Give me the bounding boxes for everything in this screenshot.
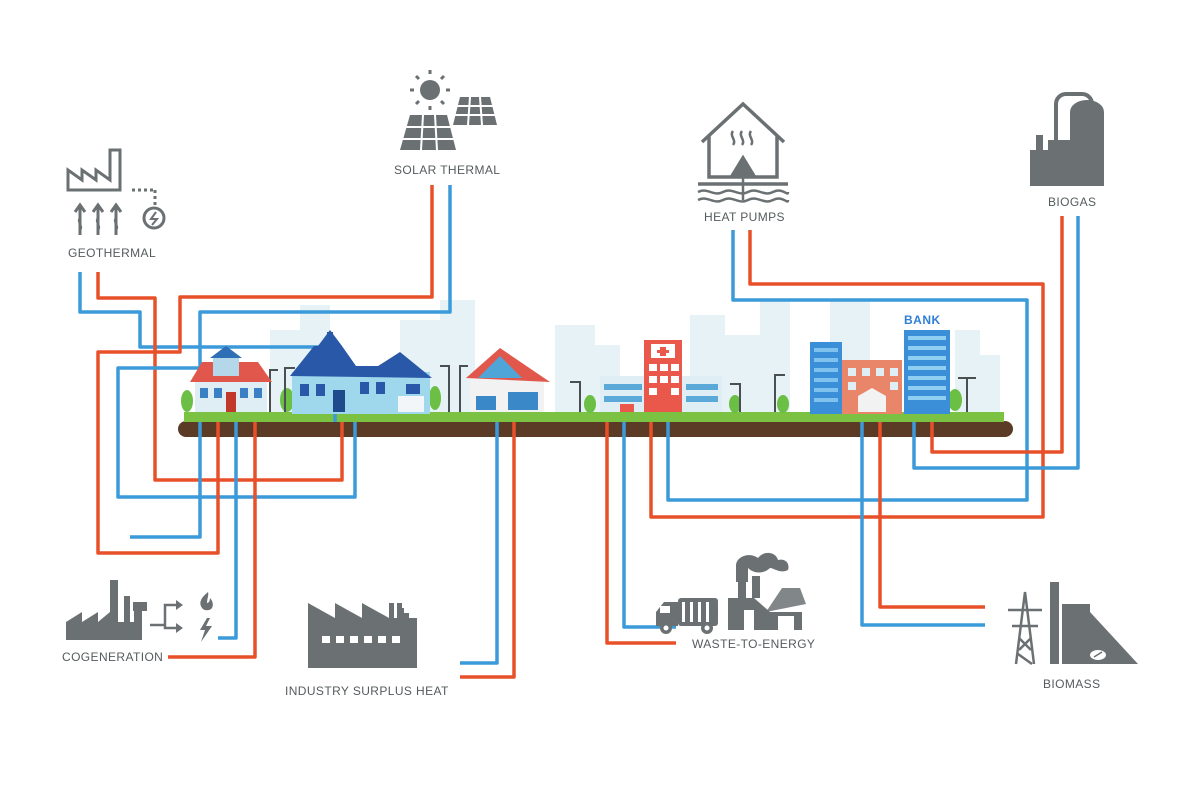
biomass-return-pipe	[860, 422, 985, 627]
waste-supply-pipe	[605, 422, 676, 645]
biomass-supply-pipe	[878, 422, 985, 609]
houses-return-loop	[130, 422, 202, 539]
trees	[181, 386, 962, 413]
solar-thermal-label: SOLAR THERMAL	[394, 163, 501, 177]
hospital-building	[600, 340, 722, 412]
heat-pumps-label: HEAT PUMPS	[704, 210, 785, 224]
grass-strip	[184, 412, 1004, 422]
biomass-label: BIOMASS	[1043, 677, 1101, 691]
office-towers	[810, 330, 950, 414]
ground-strip	[178, 421, 1013, 437]
biogas-supply-pipe	[930, 216, 1064, 454]
geothermal-icon	[66, 148, 166, 235]
geothermal-label: GEOTHERMAL	[68, 246, 157, 260]
city-buildings	[181, 330, 976, 414]
industry-surplus-heat-label: INDUSTRY SURPLUS HEAT	[285, 684, 449, 698]
heat-pump-icon	[697, 101, 790, 203]
bank-sign: BANK	[904, 313, 941, 327]
industry-surplus-heat-icon	[308, 603, 417, 668]
industry-return-pipe	[460, 422, 499, 665]
cogeneration-label: COGENERATION	[62, 650, 164, 664]
cogeneration-supply-pipe	[168, 422, 257, 659]
heatpump-return-pipe	[666, 230, 1029, 502]
modern-house	[466, 348, 550, 412]
geothermal-supply-pipe	[96, 272, 344, 482]
biogas-label: BIOGAS	[1048, 195, 1097, 209]
waste-to-energy-icon	[656, 552, 806, 634]
blue-victorian-house	[290, 330, 432, 414]
biogas-return-pipe	[912, 216, 1080, 470]
waste-return-pipe	[622, 422, 676, 629]
solar-supply-pipe	[96, 185, 434, 555]
cogeneration-return-pipe	[218, 422, 238, 640]
biogas-icon	[1030, 92, 1104, 186]
solar-return-pipe	[116, 185, 452, 499]
biomass-icon	[1008, 582, 1138, 666]
waste-to-energy-label: WASTE-TO-ENERGY	[692, 637, 816, 651]
cogeneration-icon	[66, 580, 213, 642]
solar-thermal-icon	[400, 70, 497, 151]
street-lamps	[269, 365, 976, 412]
industry-supply-pipe	[460, 422, 516, 679]
red-roof-house	[190, 346, 272, 412]
heatpump-supply-pipe	[649, 230, 1045, 519]
pipe-network	[78, 185, 1080, 679]
